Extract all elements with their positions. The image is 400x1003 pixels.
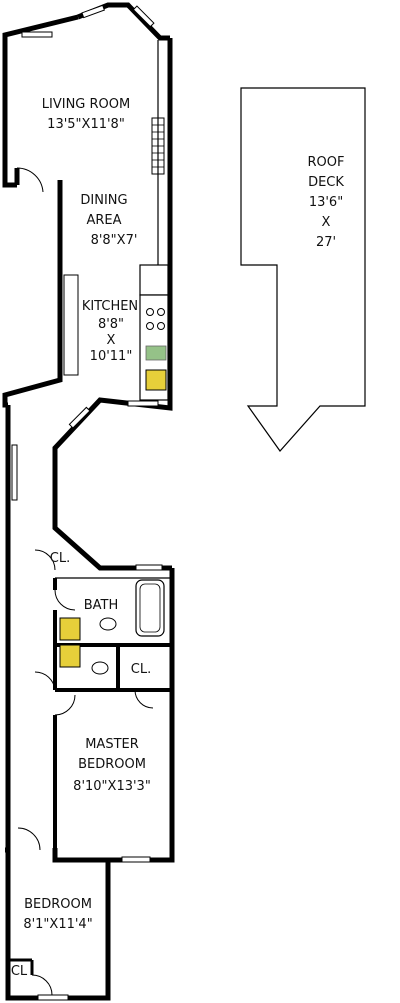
kitchen-dims-2: 10'11" (90, 349, 133, 364)
dining-area-name-2: AREA (86, 213, 121, 228)
roof-deck-dims-sep: X (322, 215, 331, 230)
master-bedroom-name-2: BEDROOM (78, 757, 146, 772)
roof-deck-dims-1: 13'6" (309, 195, 343, 210)
window-dining-left (63, 274, 79, 376)
master-bedroom-name-1: MASTER (85, 737, 139, 752)
living-room-dims: 13'5"X11'8" (47, 117, 125, 132)
window-hall-diagonal (68, 406, 91, 429)
bedroom-name: BEDROOM (24, 897, 92, 912)
kitchen-sink (145, 369, 167, 391)
window-kitchen (127, 400, 159, 407)
toilet-2 (91, 661, 109, 675)
window-master (121, 856, 151, 863)
dining-area-name-1: DINING (80, 193, 127, 208)
roof-deck-dims-2: 27' (316, 235, 336, 250)
roof-deck-name-1: ROOF (308, 155, 345, 170)
kitchen-dims-sep: X (107, 333, 116, 348)
window-living-left (21, 31, 53, 38)
window-bedroom (37, 994, 69, 1001)
dining-area-dims: 8'8"X7' (91, 233, 138, 248)
exterior-walls (2, 2, 175, 1001)
closet-hall-name: CL. (50, 551, 70, 566)
closet-bedroom-name: CL (11, 964, 28, 979)
kitchen-fridge (145, 345, 167, 361)
bath-sink-2 (59, 644, 81, 668)
window-bay-right (132, 5, 155, 28)
roof-deck-outline (240, 87, 366, 452)
living-room-name: LIVING ROOM (42, 97, 130, 112)
interior-walls (8, 40, 172, 975)
closet-bath-name: CL. (131, 662, 151, 677)
roof-deck-name-2: DECK (308, 175, 344, 190)
bath-sink-1 (59, 617, 81, 641)
toilet-1 (99, 617, 117, 631)
kitchen-stove (146, 308, 165, 330)
bath-name: BATH (84, 598, 119, 613)
master-bedroom-dims: 8'10"X13'3" (73, 779, 151, 794)
window-corridor (11, 444, 18, 501)
window-bath (135, 564, 163, 571)
kitchen-name: KITCHEN (82, 299, 138, 314)
bedroom-dims: 8'1"X11'4" (23, 917, 92, 932)
doors (16, 167, 154, 996)
window-bay-left (81, 4, 106, 19)
kitchen-dims-1: 8'8" (98, 317, 124, 332)
